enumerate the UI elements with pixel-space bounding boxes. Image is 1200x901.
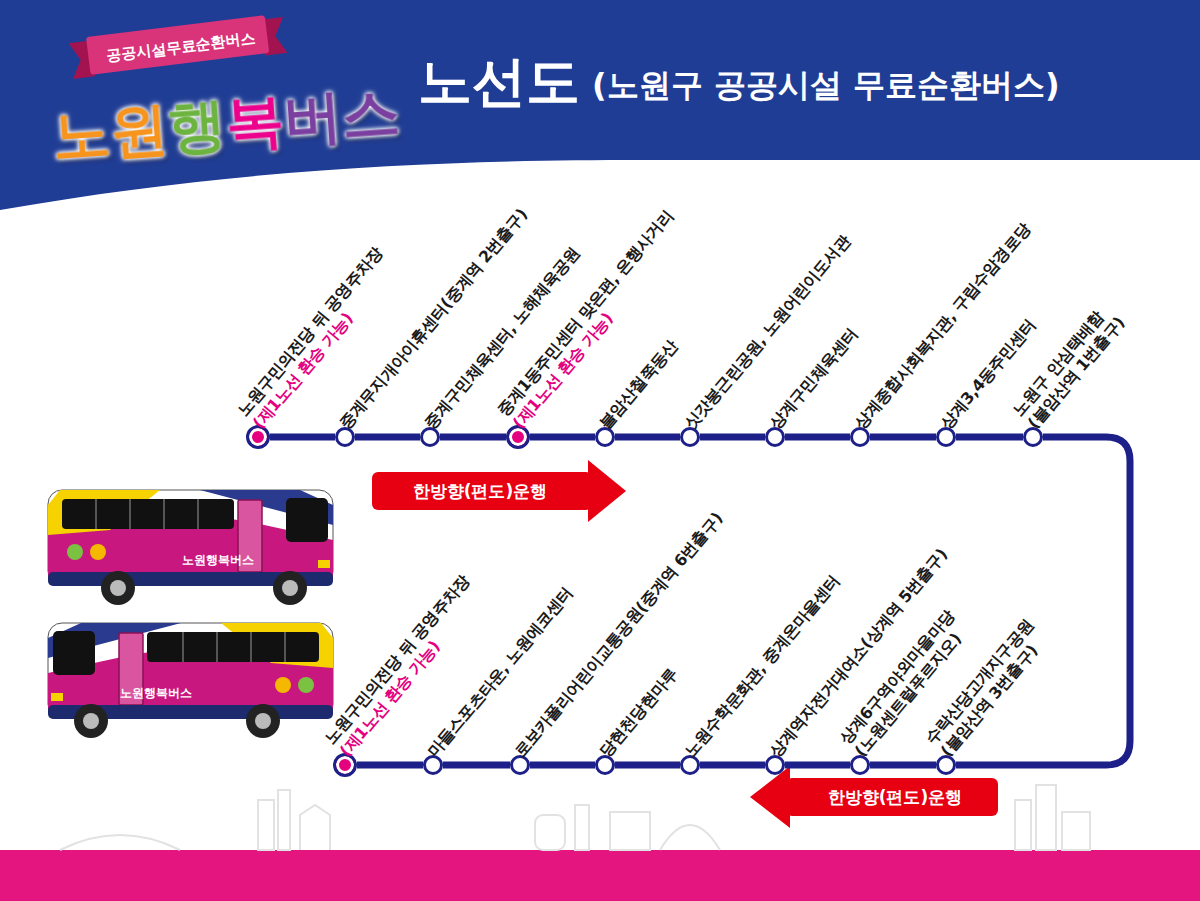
route-line xyxy=(530,762,595,769)
route-line xyxy=(700,762,765,769)
stop-name: 노원수학문화관, 중계온마을센터 xyxy=(681,571,844,760)
route-line xyxy=(530,434,595,441)
bus-stop: 중계구민체육센터, 노해체육공원 xyxy=(420,427,440,447)
route-line xyxy=(785,434,850,441)
subtitle: (노원구 공공시설 무료순환버스) xyxy=(592,64,1060,108)
stop-label: 당현천당현마루 xyxy=(596,664,682,761)
route-line xyxy=(615,762,680,769)
bus-stop: 마들스포츠타운, 노원에코센터 xyxy=(423,755,443,775)
route-line xyxy=(956,434,1023,441)
transfer-note: (제1노선 환승 가능) xyxy=(336,584,489,761)
stop-name: 상계구민체육센터 xyxy=(766,324,861,432)
page-title: 노선도 xyxy=(418,46,580,119)
bus-stop: 불암산철쭉동산 xyxy=(595,427,615,447)
bus-stop: 중계무지개아이휴센터(중계역 2번출구) xyxy=(335,427,355,447)
stop-label: 상계종합사회복지관, 구립수암경로당 xyxy=(851,219,1035,433)
bus-stop: 당현천당현마루 xyxy=(595,755,615,775)
route-line xyxy=(440,434,506,441)
stop-name: 당현천당현마루 xyxy=(596,664,681,760)
direction-arrow xyxy=(750,766,998,828)
route-line xyxy=(270,434,335,441)
stop-label: 노원수학문화관, 중계온마을센터 xyxy=(681,571,845,761)
bus-stop: 로보카폴리어린이교통공원(중계역 6번출구) xyxy=(510,755,530,775)
route-line xyxy=(357,762,423,769)
route-line xyxy=(355,434,420,441)
transfer-note: (제1노선 환승 가능) xyxy=(509,219,693,433)
ribbon xyxy=(68,13,287,79)
bus-stop: 노원구민의전당 뒤 공영주차장(제1노선 환승 가능) xyxy=(333,753,357,777)
stop-label: 상계구민체육센터 xyxy=(766,324,862,433)
transfer-note: (제1노선 환승 가능) xyxy=(249,256,402,433)
bus-stop: 싯갓봉근린공원, 노원어린이도서관 xyxy=(680,427,700,447)
header-band xyxy=(0,0,1200,210)
bus-stop: 노원구 안심택배함 (불암산역 1번출구) xyxy=(1023,427,1043,447)
route-line xyxy=(870,762,936,769)
stop-name: 불암산철쭉동산 xyxy=(596,336,681,432)
bus-illustration xyxy=(48,623,333,738)
bus-stop: 노원구민의전당 뒤 공영주차장(제1노선 환승 가능) xyxy=(246,425,270,449)
bus-logo-text: 노원행복버스 xyxy=(182,552,254,569)
stop-label: 싯갓봉근린공원, 노원어린이도서관 xyxy=(681,231,855,433)
stop-label: 노원구민의전당 뒤 공영주차장(제1노선 환승 가능) xyxy=(233,243,402,433)
route-line xyxy=(785,762,850,769)
stop-label: 노원구 안심택배함 (불암산역 1번출구) xyxy=(1008,285,1141,433)
bus-logo-text: 노원행복버스 xyxy=(120,685,192,702)
bus-stop: 수락산당고개지구공원 (불암산역 3번출구) xyxy=(936,755,956,775)
bus-stop: 상계구민체육센터 xyxy=(765,427,785,447)
direction-label: 한방향(편도)운행 xyxy=(372,472,588,510)
stop-name: 상계종합사회복지관, 구립수암경로당 xyxy=(851,219,1034,432)
route-line xyxy=(615,434,680,441)
stop-name: 싯갓봉근린공원, 노원어린이도서관 xyxy=(681,231,854,432)
bus-stop: 상계종합사회복지관, 구립수암경로당 xyxy=(850,427,870,447)
bus-stop: 중계1동주민센터 맞은편, 은행사거리(제1노선 환승 가능) xyxy=(506,425,530,449)
footer-band xyxy=(0,850,1200,901)
route-line xyxy=(700,434,765,441)
stop-label: 불암산철쭉동산 xyxy=(596,336,682,433)
route-line xyxy=(443,762,510,769)
direction-label: 한방향(편도)운행 xyxy=(792,778,998,816)
bus-stop: 노원수학문화관, 중계온마을센터 xyxy=(680,755,700,775)
stop-label: 노원구민의전당 뒤 공영주차장(제1노선 환승 가능) xyxy=(320,571,489,761)
bus-stop: 상계역자전거대여소(상계역 5번출구) xyxy=(765,755,785,775)
route-line xyxy=(870,434,936,441)
bus-stop: 상계6구역야외마을마당 (노원센트럴푸르지오) xyxy=(850,755,870,775)
bus-stop: 상계3,4동주민센터 xyxy=(936,427,956,447)
bus-illustration xyxy=(48,490,333,605)
direction-arrow xyxy=(372,460,626,522)
